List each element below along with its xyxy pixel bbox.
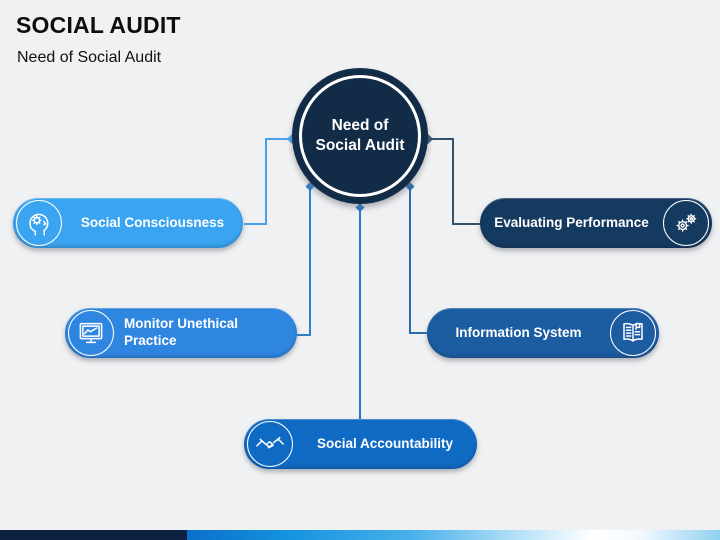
gears-icon — [663, 200, 709, 246]
center-label-line1: Need of — [331, 116, 389, 134]
open-book-icon — [610, 310, 656, 356]
center-node-label: Need of Social Audit — [299, 75, 421, 197]
node-monitor-unethical-practice: Monitor Unethical Practice — [65, 308, 297, 358]
connector-evaluating-performance — [423, 134, 481, 225]
node-label: Social Accountability — [316, 435, 454, 451]
mind-gear-icon — [16, 200, 62, 246]
footer-bar-navy-segment — [0, 530, 187, 540]
node-label: Evaluating Performance — [494, 214, 649, 230]
page-title: SOCIAL AUDIT — [16, 12, 181, 38]
connector-monitor-unethical-practice — [297, 182, 315, 336]
footer-bar-gradient-segment — [187, 530, 720, 540]
node-label: Monitor Unethical Practice — [124, 316, 238, 348]
handshake-icon — [247, 421, 293, 467]
node-evaluating-performance: Evaluating Performance — [480, 198, 712, 248]
center-node-need-of-social-audit: Need of Social Audit — [292, 68, 428, 204]
node-label: Social Consciousness — [80, 214, 225, 230]
node-social-consciousness: Social Consciousness — [13, 198, 243, 248]
page-subtitle: Need of Social Audit — [17, 49, 162, 66]
node-label: Information System — [455, 324, 582, 340]
node-social-accountability: Social Accountability — [244, 419, 477, 469]
connector-social-consciousness — [244, 134, 297, 225]
connector-social-accountability — [355, 203, 365, 419]
node-information-system: Information System — [427, 308, 659, 358]
center-label-line2: Social Audit — [315, 137, 405, 154]
monitor-chart-icon — [68, 310, 114, 356]
connector-information-system — [405, 182, 427, 334]
